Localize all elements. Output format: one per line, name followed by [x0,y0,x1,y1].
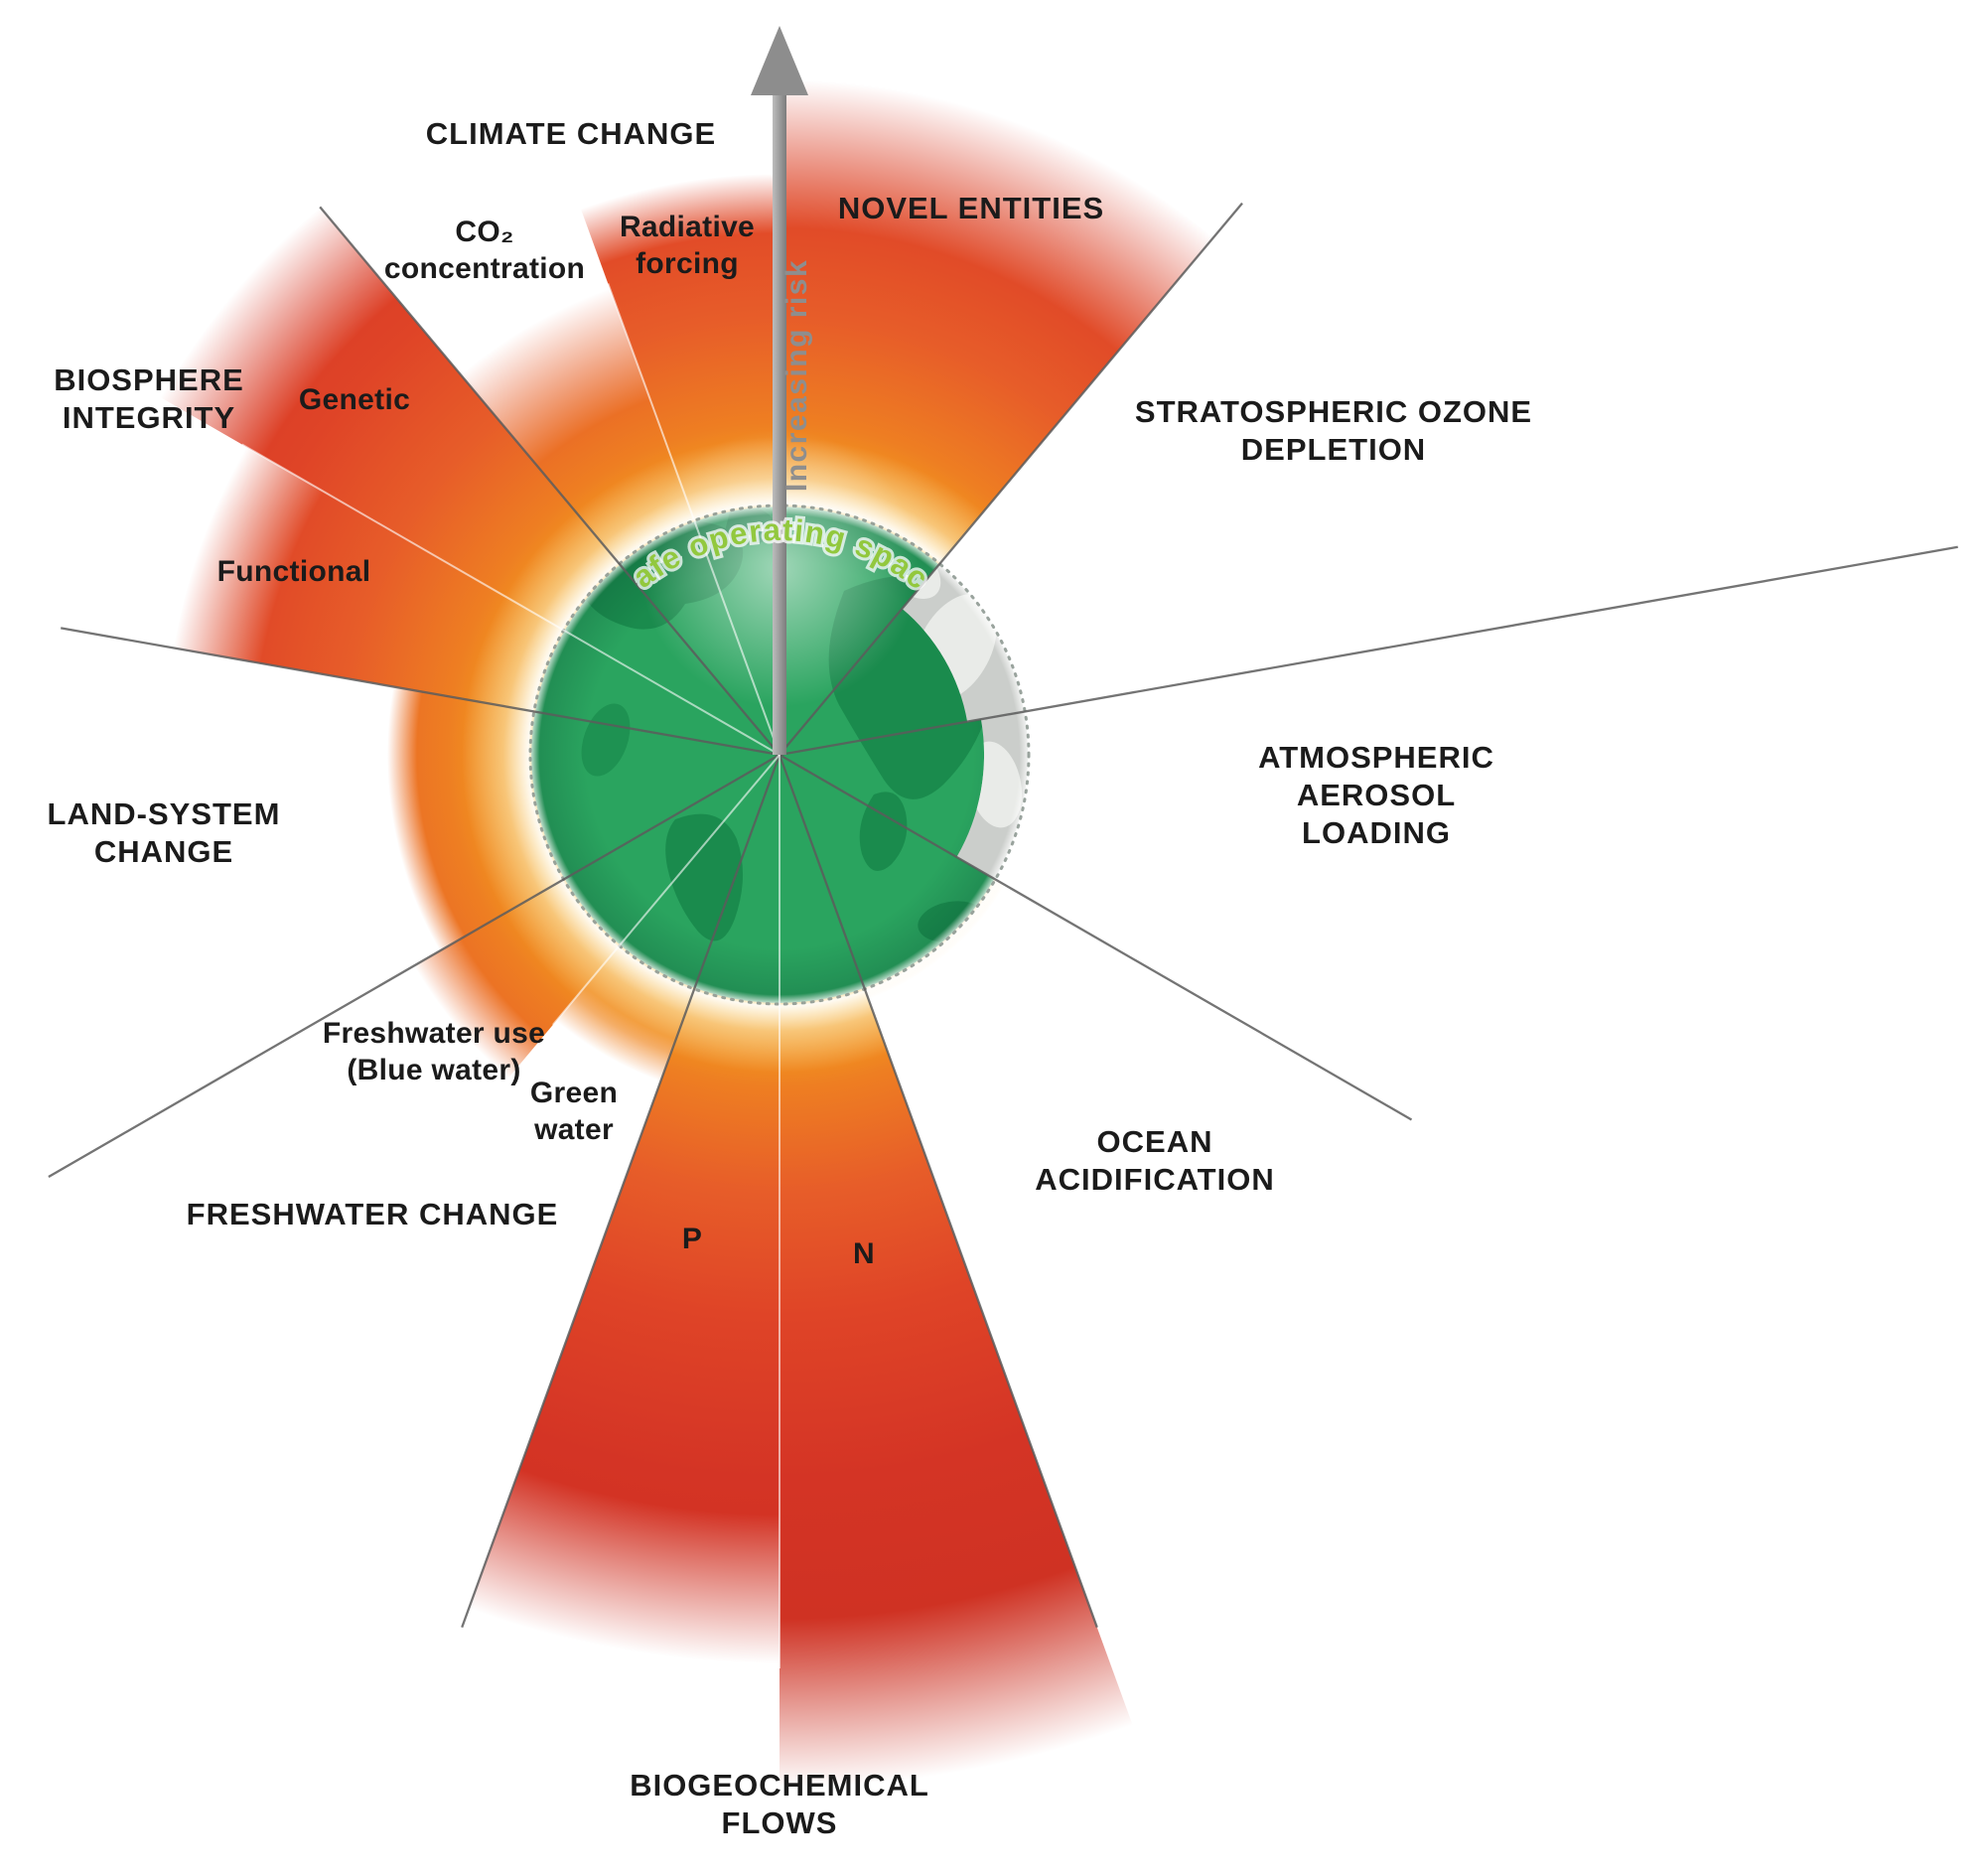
sector-divider-lines [48,202,1958,1628]
label-genetic: Genetic [299,383,410,416]
sector-line-80 [779,545,1958,757]
label-freshwater-blue-water: Freshwater use(Blue water) [323,1017,545,1086]
label-freshwater-change: FRESHWATER CHANGE [187,1197,559,1231]
label-label-p: P [682,1223,702,1255]
sector-line-200 [461,754,781,1628]
sector-line-120 [779,754,1413,1121]
sector-line-40 [779,202,1243,756]
sub-sector-line-220 [552,754,780,1026]
sector-line-320 [319,206,780,756]
sector-line-160 [778,754,1098,1628]
arrow-head [751,26,808,95]
label-label-n: N [853,1237,875,1270]
increasing-risk-label: Increasing risk [780,259,813,492]
arrow-shaft [773,89,786,755]
label-climate-change: CLIMATE CHANGE [426,116,716,151]
sub-sector-line-340 [607,283,780,756]
increasing-risk-arrow [751,26,808,755]
label-novel-entities: NOVEL ENTITIES [838,191,1104,225]
sector-line-240 [48,754,780,1178]
sub-sector-line-300 [241,443,780,756]
label-functional: Functional [217,555,371,588]
sector-line-280 [61,627,780,757]
sub-sector-divider-lines [241,283,780,1668]
